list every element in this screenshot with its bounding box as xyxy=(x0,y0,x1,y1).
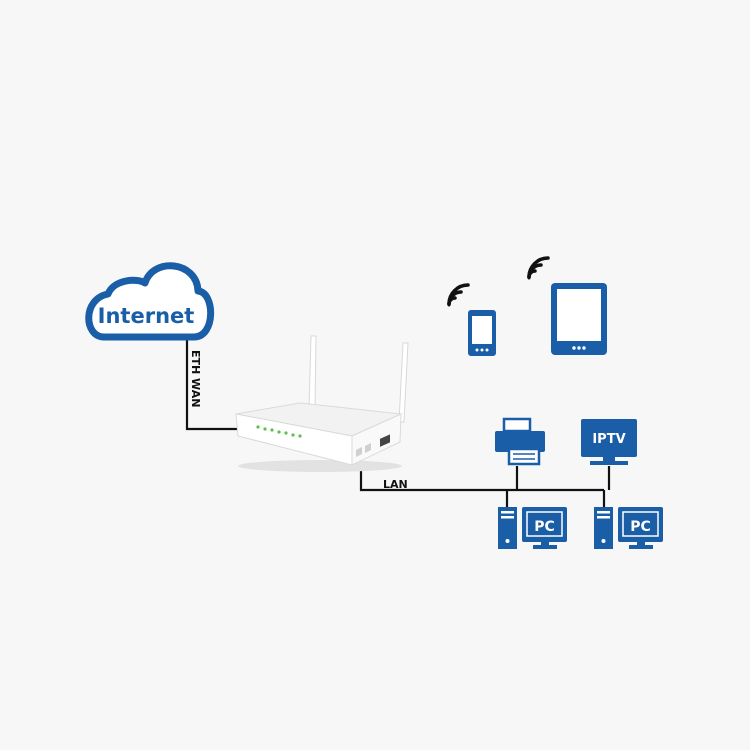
wifi-signal-icon xyxy=(527,256,550,280)
smartphone xyxy=(447,283,496,356)
printer-icon xyxy=(495,417,545,466)
wan-label: ETH WAN xyxy=(189,350,202,407)
desktop-pc-icon xyxy=(594,507,663,549)
iptv-monitor: IPTV xyxy=(581,419,637,465)
router-leds xyxy=(256,425,302,438)
tablet-icon xyxy=(551,283,607,355)
pc-workstation-2: PC xyxy=(594,507,663,549)
smartphone-icon xyxy=(468,310,496,356)
lan-label: LAN xyxy=(383,478,408,491)
pc-workstation-1: PC xyxy=(498,507,567,549)
iptv-label: IPTV xyxy=(592,432,625,447)
wan-link xyxy=(185,336,240,431)
monitor-icon xyxy=(581,419,637,465)
lan-link xyxy=(359,462,604,492)
printer xyxy=(495,417,545,466)
connection-lines xyxy=(185,336,611,507)
internet-cloud: Internet xyxy=(85,262,215,341)
pc1-label: PC xyxy=(534,519,555,535)
router-icon xyxy=(235,335,409,472)
cloud-icon xyxy=(85,262,215,341)
pc2-label: PC xyxy=(630,519,651,535)
desktop-pc-icon xyxy=(498,507,567,549)
tablet xyxy=(527,256,607,355)
internet-label: Internet xyxy=(98,304,195,328)
router xyxy=(235,335,409,472)
wifi-signal-icon xyxy=(447,283,470,307)
